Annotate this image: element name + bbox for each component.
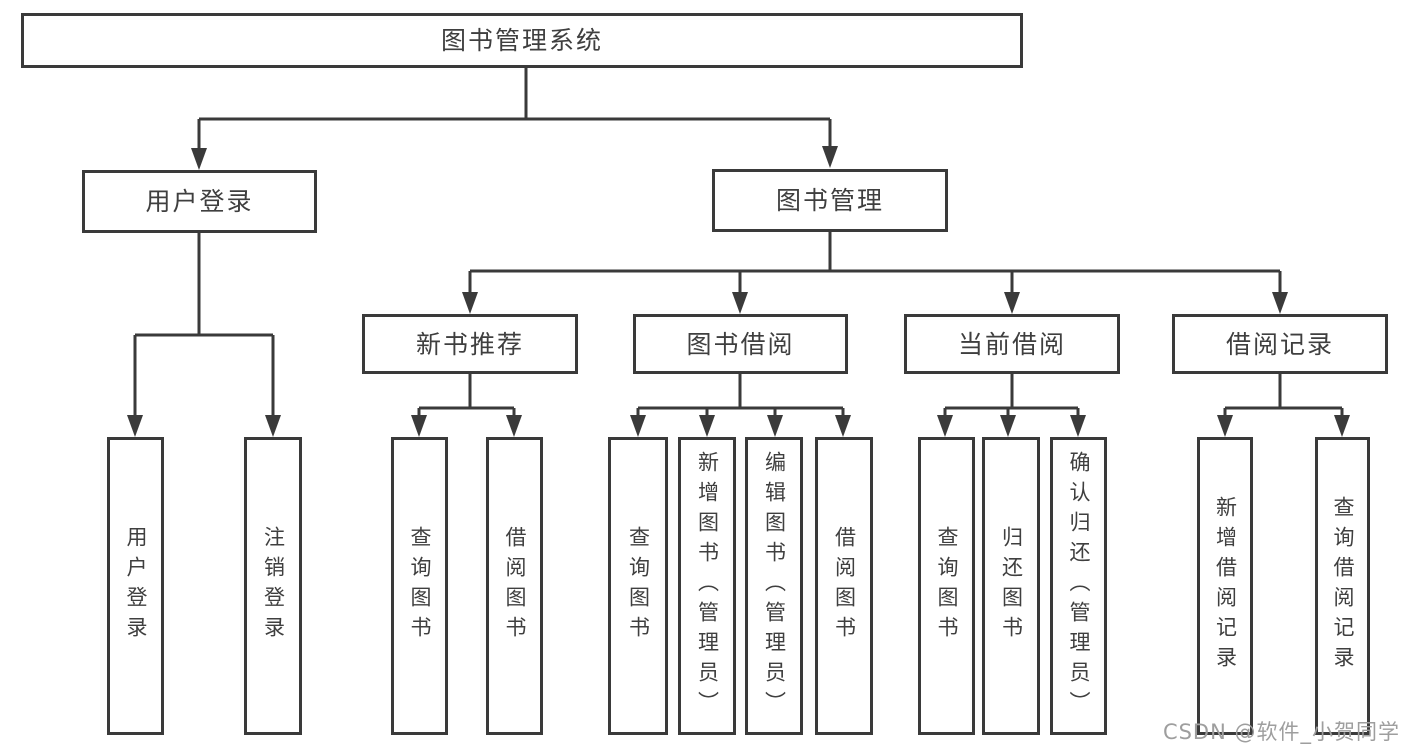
edges-user-login bbox=[127, 233, 281, 437]
node-borrow-books-1: 借阅图书 bbox=[486, 437, 543, 735]
edges-borrow-record bbox=[1217, 374, 1350, 437]
node-add-borrow-record: 新增借阅记录 bbox=[1197, 437, 1253, 735]
node-query-books-3: 查询图书 bbox=[918, 437, 975, 735]
edges-book-borrow bbox=[630, 374, 851, 437]
node-user-login-leaf: 用户登录 bbox=[107, 437, 164, 735]
edges-current-borrow bbox=[937, 374, 1086, 437]
node-root: 图书管理系统 bbox=[21, 13, 1023, 68]
node-query-books-1: 查询图书 bbox=[391, 437, 448, 735]
node-current-borrow: 当前借阅 bbox=[904, 314, 1120, 374]
node-borrow-record: 借阅记录 bbox=[1172, 314, 1388, 374]
node-query-books-2: 查询图书 bbox=[608, 437, 668, 735]
node-user-login: 用户登录 bbox=[82, 170, 317, 233]
node-add-books: 新增图书（管理员） bbox=[678, 437, 736, 735]
edges-new-book-rec bbox=[411, 374, 522, 437]
node-confirm-return: 确认归还（管理员） bbox=[1050, 437, 1107, 735]
edges-book-mgmt bbox=[462, 232, 1288, 314]
node-borrow-books-2: 借阅图书 bbox=[815, 437, 873, 735]
node-logout: 注销登录 bbox=[244, 437, 302, 735]
node-book-mgmt: 图书管理 bbox=[712, 169, 948, 232]
watermark: CSDN @软件_小贺同学 bbox=[1162, 720, 1400, 744]
node-return-books: 归还图书 bbox=[982, 437, 1040, 735]
node-edit-books: 编辑图书（管理员） bbox=[745, 437, 803, 735]
node-new-book-rec: 新书推荐 bbox=[362, 314, 578, 374]
node-query-borrow-record: 查询借阅记录 bbox=[1315, 437, 1370, 735]
edges-root bbox=[191, 68, 838, 170]
node-book-borrow: 图书借阅 bbox=[633, 314, 848, 374]
